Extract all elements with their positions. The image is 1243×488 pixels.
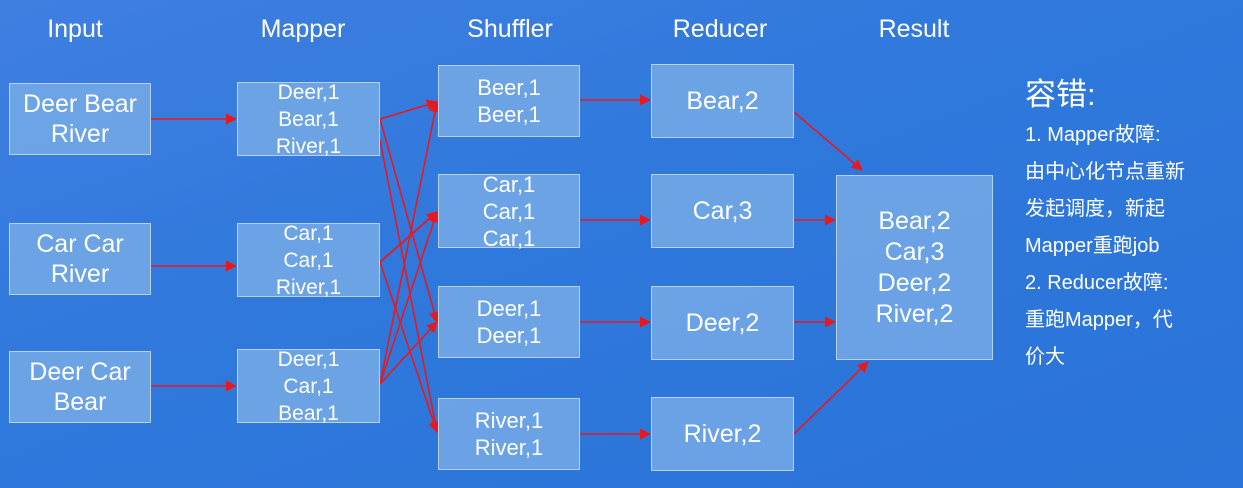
mapper-2-line-3: River,1 [275,275,342,299]
mapper-3-line-2: Car,1 [283,374,334,398]
input-box-1: Deer Bear River [9,83,151,155]
reducer-4-label: River,2 [683,419,762,448]
result-line-3: Deer,2 [877,268,952,297]
input-3-line-2: Bear [53,388,107,416]
note-line-4: Mapper重跑job [1025,235,1160,257]
reducer-1-label: Bear,2 [686,86,759,115]
reducer-2-label: Car,3 [692,196,753,225]
shuffler-box-2: Car,1 Car,1 Car,1 [438,171,580,251]
note-line-1: 1. Mapper故障: [1025,124,1161,146]
header-shuffler: Shuffler [467,15,553,43]
mapper-1-line-2: Bear,1 [278,107,339,131]
input-box-3: Deer Car Bear [9,351,151,423]
input-box-2: Car Car River [9,223,151,295]
shuffler-box-4: River,1 River,1 [438,398,580,470]
arrow-mapper2-shuffler4 [379,261,440,434]
shuffler-2-line-1: Car,1 [482,171,536,197]
arrow-mapper3-shuffler2 [379,210,440,385]
shuffler-2-line-2: Car,1 [482,198,536,224]
shuffler-1-line-2: Beer,1 [477,102,541,127]
shuffler-3-line-2: Deer,1 [476,323,542,348]
shuffler-2-line-3: Car,1 [482,225,536,251]
shuffler-box-3: Deer,1 Deer,1 [438,286,580,358]
arrow-mapper3-shuffler1 [379,100,441,385]
mapper-1-line-3: River,1 [275,134,342,158]
result-line-4: River,2 [875,299,954,328]
arrow-reducer1-result [793,111,863,171]
note-line-6: 重跑Mapper，代 [1025,309,1173,331]
input-2-line-1: Car Car [36,230,124,258]
header-reducer: Reducer [672,15,768,43]
reducer-3-label: Deer,2 [685,308,760,337]
reducer-box-2: Car,3 [651,174,794,248]
shuffler-4-line-2: River,1 [474,435,544,460]
reducer-box-1: Bear,2 [651,64,794,138]
arrow-mapper1-shuffler1 [379,99,439,120]
result-line-2: Car,3 [884,237,945,266]
input-2-line-2: River [50,260,110,288]
mapper-2-line-1: Car,1 [283,221,334,245]
mapper-3-line-1: Deer,1 [277,347,340,371]
mapper-3-line-3: Bear,1 [278,401,339,425]
arrow-mapper1-shuffler4 [379,139,441,434]
header-input: Input [47,15,103,43]
result-line-1: Bear,2 [878,206,951,235]
mapper-box-2: Car,1 Car,1 River,1 [237,221,380,299]
note-line-5: 2. Reducer故障: [1025,272,1169,294]
reducer-box-4: River,2 [651,397,794,471]
mapper-box-3: Deer,1 Car,1 Bear,1 [237,347,380,425]
arrow-mapper3-shuffler3 [379,321,438,385]
arrow-reducer4-result [793,361,869,435]
result-box: Bear,2 Car,3 Deer,2 River,2 [836,175,993,360]
mapper-2-line-2: Car,1 [283,248,334,272]
shuffler-3-line-1: Deer,1 [476,296,542,321]
arrow-mapper2-shuffler2b [379,211,438,263]
note-line-3: 发起调度，新起 [1025,198,1165,220]
shuffler-box-1: Beer,1 Beer,1 [438,65,580,137]
note-title: 容错: [1025,77,1096,112]
reducer-box-3: Deer,2 [651,286,794,360]
input-1-line-1: Deer Bear [23,90,137,118]
fault-tolerance-note: 容错: 1. Mapper故障: 由中心化节点重新 发起调度，新起 Mapper… [1025,75,1235,376]
arrow-mapper1-shuffler3 [379,118,440,324]
input-3-line-1: Deer Car [29,358,131,386]
mapper-1-line-1: Deer,1 [277,80,340,104]
shuffler-4-line-1: River,1 [474,408,544,433]
mapper-box-1: Deer,1 Bear,1 River,1 [237,80,380,158]
note-line-2: 由中心化节点重新 [1025,161,1185,183]
note-line-7: 价大 [1025,346,1065,368]
input-1-line-2: River [50,120,110,148]
header-mapper: Mapper [260,15,346,43]
header-result: Result [878,15,950,43]
shuffler-1-line-1: Beer,1 [477,75,541,100]
